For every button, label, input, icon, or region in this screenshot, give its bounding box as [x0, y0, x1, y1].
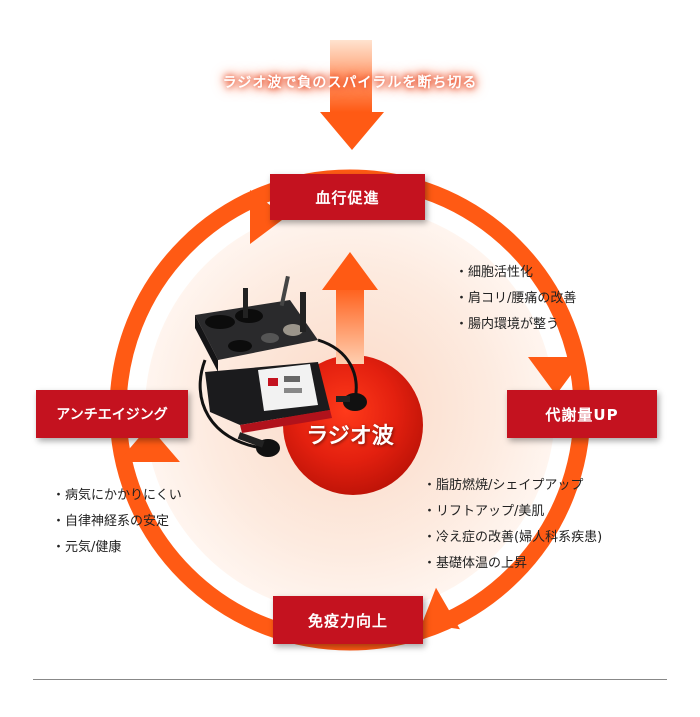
list-item: 冷え症の改善(婦人科系疾患)	[423, 525, 602, 551]
list-item: 肩コリ/腰痛の改善	[455, 286, 576, 312]
cycle-box-immunity: 免疫力向上	[273, 596, 423, 644]
list-item: 元気/健康	[52, 535, 182, 561]
cycle-box-anti-aging: アンチエイジング	[36, 390, 188, 438]
list-item: リフトアップ/美肌	[423, 499, 602, 525]
list-item: 腸内環境が整う	[455, 312, 576, 338]
list-item: 細胞活性化	[455, 260, 576, 286]
divider	[33, 679, 667, 680]
list-item: 基礎体温の上昇	[423, 551, 602, 577]
ring-arrow-right	[528, 357, 584, 395]
cycle-box-metabolism: 代謝量UP	[507, 390, 657, 438]
center-label: ラジオ波	[306, 424, 394, 449]
list-item: 脂肪燃焼/シェイプアップ	[423, 473, 602, 499]
top-arrow-head	[320, 112, 384, 150]
list-item: 病気にかかりにくい	[52, 483, 182, 509]
ring-arrow-left	[118, 426, 180, 462]
effects-list-metabolism: 脂肪燃焼/シェイプアップ リフトアップ/美肌 冷え症の改善(婦人科系疾患) 基礎…	[423, 473, 602, 577]
list-item: 自律神経系の安定	[52, 509, 182, 535]
effects-list-anti-aging: 病気にかかりにくい 自律神経系の安定 元気/健康	[52, 483, 182, 561]
device-illustration	[195, 275, 367, 457]
top-arrow-shaft	[330, 40, 372, 112]
cycle-box-blood-flow: 血行促進	[270, 174, 425, 220]
ring-arrow-bottom	[422, 587, 460, 630]
ring-arrow-top-left	[250, 190, 286, 244]
up-arrow-head	[322, 252, 378, 290]
tagline: ラジオ波で負のスパイラルを断ち切る	[222, 75, 478, 91]
effects-list-blood-flow: 細胞活性化 肩コリ/腰痛の改善 腸内環境が整う	[455, 260, 576, 338]
